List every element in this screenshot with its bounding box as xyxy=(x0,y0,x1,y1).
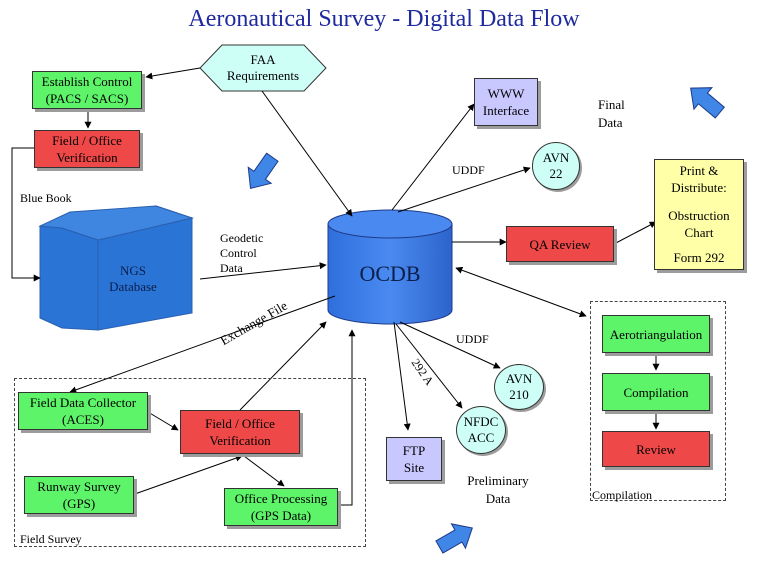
runway-survey-box: Runway Survey (GPS) xyxy=(24,476,134,514)
ftp-site-box: FTP Site xyxy=(386,437,442,481)
www-interface-box: WWW Interface xyxy=(474,78,538,126)
geodetic-control-data-label: Geodetic Control Data xyxy=(220,231,264,275)
review-box: Review xyxy=(602,431,710,467)
field-data-collector-box: Field Data Collector (ACES) xyxy=(18,392,148,430)
print-distribute-box: Print & Distribute: Obstruction Chart Fo… xyxy=(654,159,744,270)
faa-requirements-label: FAA Requirements xyxy=(226,52,300,83)
avn-210-circle: AVN 210 xyxy=(494,364,544,410)
ngs-database-block xyxy=(38,205,194,331)
obstruction-chart-label: Obstruction Chart xyxy=(668,208,730,240)
ocdb-cylinder xyxy=(327,209,453,325)
block-arrow-up-left-icon xyxy=(690,87,725,119)
field-survey-region-label: Field Survey xyxy=(20,532,82,546)
ngs-database-label: NGS Database xyxy=(109,263,157,294)
qa-review-box: QA Review xyxy=(506,226,614,262)
print-distribute-label: Print & Distribute: xyxy=(671,163,727,195)
compilation-region-label: Compilation xyxy=(592,488,652,502)
aerotriangulation-box: Aerotriangulation xyxy=(602,315,710,353)
compilation-region xyxy=(590,301,726,501)
uddf-top-label: UDDF xyxy=(452,163,485,177)
establish-control-box: Establish Control (PACS / SACS) xyxy=(32,71,142,109)
faa-hexagon xyxy=(199,44,327,92)
final-data-label: Final Data xyxy=(598,97,625,130)
uddf-bottom-label: UDDF xyxy=(456,332,489,346)
office-processing-box: Office Processing (GPS Data) xyxy=(224,488,338,526)
preliminary-data-label: Preliminary Data xyxy=(467,473,529,506)
block-arrow-down-right-icon xyxy=(247,152,279,190)
ocdb-label: OCDB xyxy=(359,261,421,286)
compilation-box: Compilation xyxy=(602,373,710,411)
form-292-label: Form 292 xyxy=(673,250,725,265)
field-office-verification-top-box: Field / Office Verification xyxy=(34,130,140,168)
field-survey-region xyxy=(14,378,366,547)
avn-22-circle: AVN 22 xyxy=(532,142,580,190)
blue-book-label: Blue Book xyxy=(20,191,72,205)
nfdc-acc-circle: NFDC ACC xyxy=(456,406,506,454)
field-office-verification-bottom-box: Field / Office Verification xyxy=(180,410,300,454)
block-arrow-up-right-icon xyxy=(435,523,473,554)
diagram-title: Aeronautical Survey - Digital Data Flow xyxy=(188,6,580,32)
